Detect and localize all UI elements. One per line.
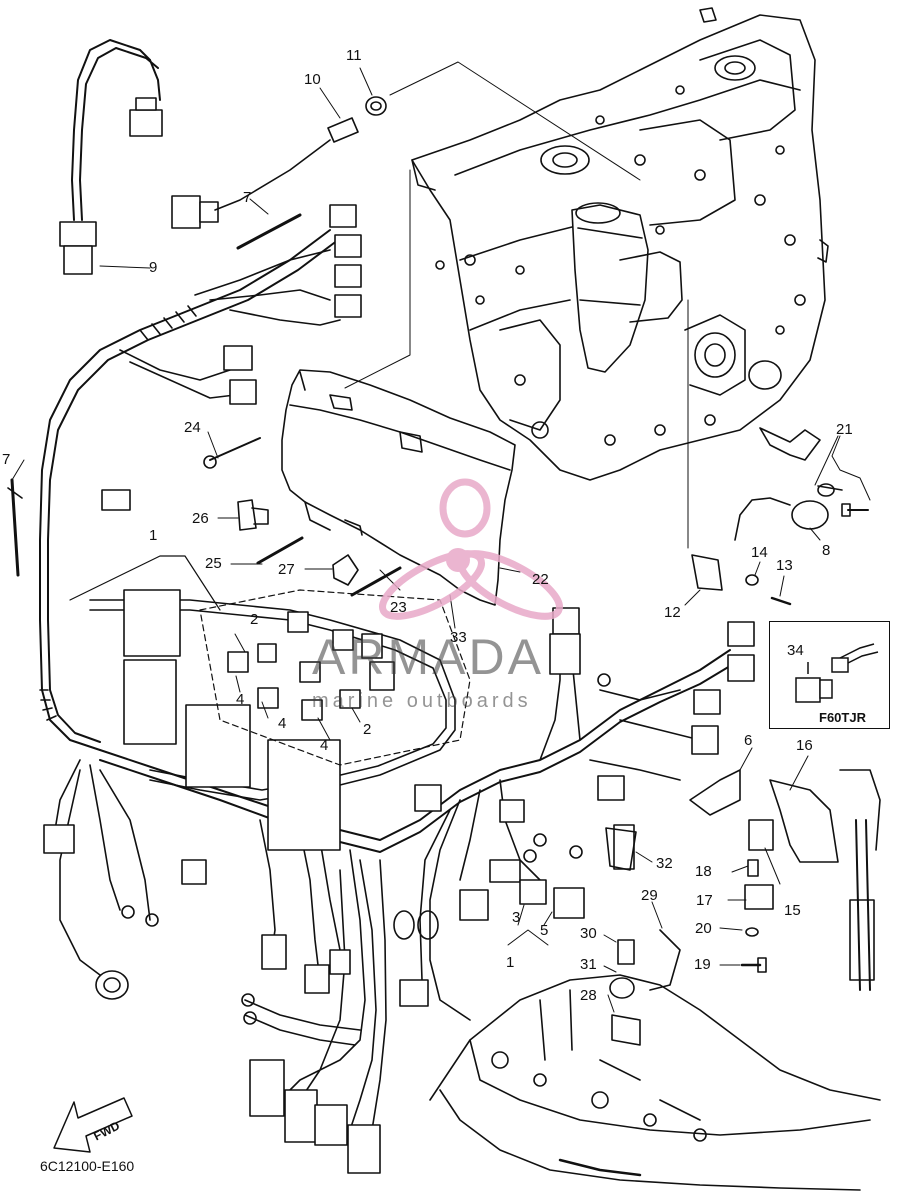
electrical-cover (281, 369, 516, 606)
callout-20: 20 (695, 920, 712, 937)
callout-4: 4 (278, 715, 287, 732)
watermark-logo (379, 478, 563, 620)
bottom-cowling (429, 974, 881, 1191)
callout-2: 2 (363, 721, 372, 738)
callout-23: 23 (390, 599, 407, 616)
callout-6: 6 (744, 732, 753, 749)
callout-31: 31 (580, 956, 597, 973)
callout-19: 19 (694, 956, 711, 973)
inset-model-name: F60TJR (819, 710, 866, 725)
inset-part-number: 34 (787, 642, 804, 659)
callout-10: 10 (304, 71, 321, 88)
callout-21: 21 (836, 421, 853, 438)
callout-14: 14 (751, 544, 768, 561)
engine-block (411, 7, 829, 481)
drawing-code: 6C12100-E160 (40, 1158, 135, 1174)
small-parts (7, 96, 881, 1046)
callout-18: 18 (695, 863, 712, 880)
callout-13: 13 (776, 557, 793, 574)
watermark-tagline: marine outboards (312, 690, 532, 712)
callout-17: 17 (696, 892, 713, 909)
callout-30: 30 (580, 925, 597, 942)
callout-8: 8 (822, 542, 831, 559)
callout-9: 9 (149, 259, 158, 276)
callout-7: 7 (243, 189, 252, 206)
callout-32: 32 (656, 855, 673, 872)
callout-33: 33 (450, 629, 467, 646)
callout-4: 4 (236, 691, 245, 708)
callout-2: 2 (250, 611, 259, 628)
callout-5: 5 (540, 922, 549, 939)
callout-16: 16 (796, 737, 813, 754)
callout-28: 28 (580, 987, 597, 1004)
callout-1: 1 (506, 954, 515, 971)
callout-1: 1 (149, 527, 158, 544)
leader-lines (11, 61, 871, 1013)
kit-outline (199, 589, 471, 766)
fwd-arrow-icon (53, 1097, 133, 1153)
callout-12: 12 (664, 604, 681, 621)
callout-7: 7 (2, 451, 11, 468)
callout-11: 11 (346, 47, 362, 64)
callout-3: 3 (512, 909, 521, 926)
callout-25: 25 (205, 555, 222, 572)
callout-24: 24 (184, 419, 201, 436)
watermark-brand: ARMADA (312, 629, 544, 685)
callout-29: 29 (641, 887, 658, 904)
callout-27: 27 (278, 561, 295, 578)
model-inset: 34 F60TJR (769, 621, 890, 729)
callout-22: 22 (532, 571, 549, 588)
callout-4: 4 (320, 737, 329, 754)
callout-26: 26 (192, 510, 209, 527)
callout-15: 15 (784, 902, 801, 919)
inset-connector-icon (795, 643, 879, 703)
